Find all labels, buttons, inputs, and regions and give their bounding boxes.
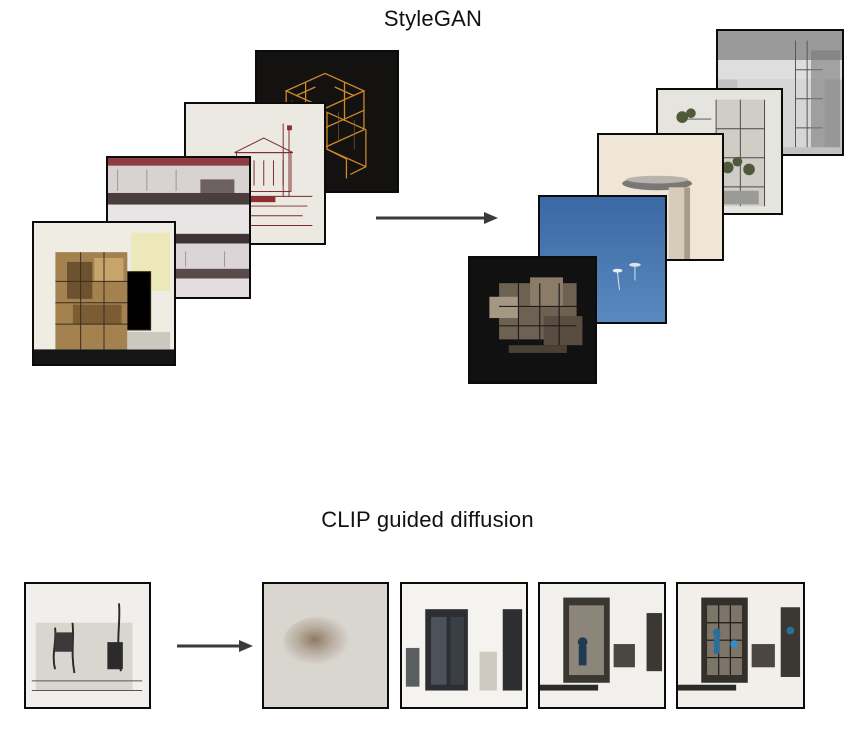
- stylegan-output-dark-collage-image: [468, 256, 597, 384]
- stylegan-title: StyleGAN: [383, 6, 483, 31]
- clip-step-3-figures-image: [538, 582, 666, 709]
- stylegan-input-facade-collage-image: [32, 221, 176, 366]
- right-arrow-icon: [177, 640, 253, 652]
- clip-input-sketch-image: [24, 582, 151, 709]
- clip-step-4-detailed-image: [676, 582, 805, 709]
- clip-step-1-blur-image: [262, 582, 389, 709]
- clip-step-2-windows-image: [400, 582, 528, 709]
- clip-title: CLIP guided diffusion: [321, 507, 534, 532]
- right-arrow-icon: [376, 212, 498, 224]
